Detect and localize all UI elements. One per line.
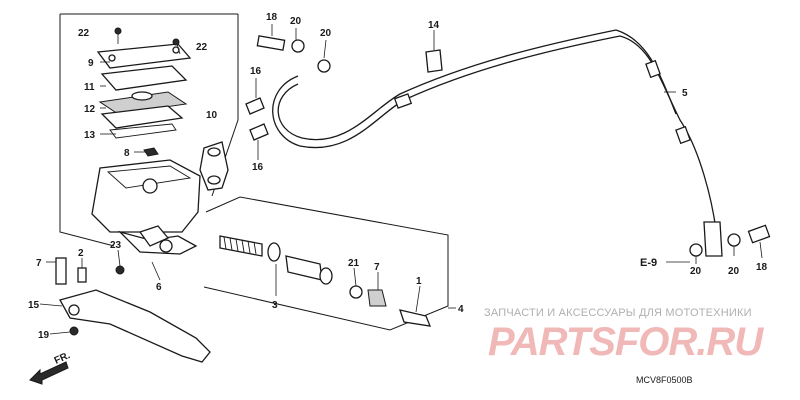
callout-2: 2 [78, 248, 84, 259]
hose-clip-14 [425, 49, 443, 73]
bolt-16-a [245, 97, 265, 115]
bracket-pivot [159, 239, 173, 253]
diaphragm-center [131, 91, 153, 101]
callout-22-b: 22 [196, 42, 208, 53]
hose-end-fitting [703, 221, 723, 257]
callout-5: 5 [682, 88, 688, 99]
reservoir-opening [106, 165, 192, 189]
callout-20-top-a: 20 [290, 16, 302, 27]
holder-bolt-hole-bottom [207, 175, 221, 185]
hose-band [393, 93, 413, 109]
float-plate [109, 123, 177, 139]
callout-18-bottom: 18 [756, 262, 768, 273]
oil-bolt-18-bottom [747, 224, 771, 244]
front-direction-indicator: FR. [29, 350, 72, 385]
lever-pivot-hole [68, 304, 80, 316]
spring-coils [223, 236, 257, 255]
callouts: 22 22 9 11 12 13 8 18 20 20 16 16 10 14 … [28, 12, 768, 341]
callout-16-a: 16 [250, 66, 262, 77]
hose-clamp [645, 59, 661, 79]
callout-3: 3 [272, 300, 278, 311]
primary-cup [267, 242, 281, 262]
pivot-bolt-7 [55, 257, 67, 285]
hose-outer [272, 35, 717, 231]
callout-18-top: 18 [266, 12, 278, 23]
switch-6 [138, 225, 170, 247]
watermark-brand: PARTSFOR.RU [488, 320, 764, 364]
piston [285, 255, 323, 281]
callout-6: 6 [156, 282, 162, 293]
screw-23 [115, 265, 125, 275]
clutch-lever [59, 289, 211, 363]
callout-7-a: 7 [36, 258, 42, 269]
bolt-16-b [249, 123, 269, 141]
cap-screw-hole-left [108, 54, 116, 62]
callout-20-bottom-b: 20 [728, 266, 740, 277]
oil-bolt-18-top [256, 35, 286, 51]
callout-10: 10 [206, 110, 218, 121]
reservoir-cap [96, 43, 192, 69]
boot-7 [367, 289, 387, 307]
reservoir-cap-group [96, 27, 192, 157]
diagram-code: MCV8F0500B [636, 375, 693, 385]
piston-set-3 [219, 235, 432, 327]
holder-10 [199, 141, 229, 191]
callout-9: 9 [88, 58, 94, 69]
washer-20-bottom-a [689, 243, 703, 257]
callout-20-top-b: 20 [320, 28, 332, 39]
hose-5 [272, 29, 723, 257]
washer-20-top-b [317, 59, 331, 73]
hose-inner [277, 29, 677, 141]
master-cylinder-boundary-left [59, 14, 115, 247]
screw-22-head-b [172, 38, 180, 46]
callout-12: 12 [84, 104, 96, 115]
secondary-cup [319, 267, 333, 285]
screw-22b-shaft [176, 43, 181, 55]
callout-8: 8 [124, 148, 130, 159]
callout-14: 14 [428, 20, 440, 31]
washer-21 [349, 285, 363, 299]
callout-19: 19 [38, 330, 50, 341]
reservoir-port [142, 178, 158, 194]
master-cylinder-body [91, 159, 201, 255]
bushing-2 [77, 267, 87, 283]
clip-8 [143, 147, 159, 157]
watermark-tagline: ЗАПЧАСТИ И АКСЕССУАРЫ ДЛЯ МОТОТЕХНИКИ [484, 307, 752, 319]
front-label: FR. [53, 350, 72, 367]
washer-20-top-a [291, 39, 305, 53]
front-arrow-icon [29, 361, 69, 385]
piston-set-boundary [203, 196, 449, 331]
watermark: ЗАПЧАСТИ И АКСЕССУАРЫ ДЛЯ МОТОТЕХНИКИ PA… [484, 307, 765, 364]
callout-4: 4 [458, 304, 464, 315]
diaphragm-plate [100, 105, 184, 129]
callout-21: 21 [348, 258, 360, 269]
callout-23: 23 [110, 240, 122, 251]
assembly-boundaries [59, 13, 449, 331]
callout-20-bottom-a: 20 [690, 266, 702, 277]
callout-1: 1 [416, 276, 422, 287]
leader-lines [39, 24, 763, 335]
washer-20-bottom-b [727, 233, 741, 247]
lever-15 [55, 257, 211, 363]
callout-16-b: 16 [252, 162, 264, 173]
cap-plate [100, 65, 188, 91]
hose-fitting [675, 125, 691, 145]
pivot-nut-19 [69, 326, 79, 336]
holder-bolt-hole-top [207, 147, 221, 157]
cylinder-housing [91, 159, 201, 233]
callout-15: 15 [28, 300, 40, 311]
callout-22-a: 22 [78, 28, 90, 39]
handlebar-holder [199, 141, 229, 191]
fasteners [245, 35, 771, 257]
screw-22-head-a [114, 27, 122, 35]
callout-11: 11 [84, 82, 95, 93]
push-rod-1 [399, 309, 432, 327]
reference-e9: E-9 [640, 257, 657, 269]
callout-7-b: 7 [374, 262, 380, 273]
callout-13: 13 [84, 130, 96, 141]
